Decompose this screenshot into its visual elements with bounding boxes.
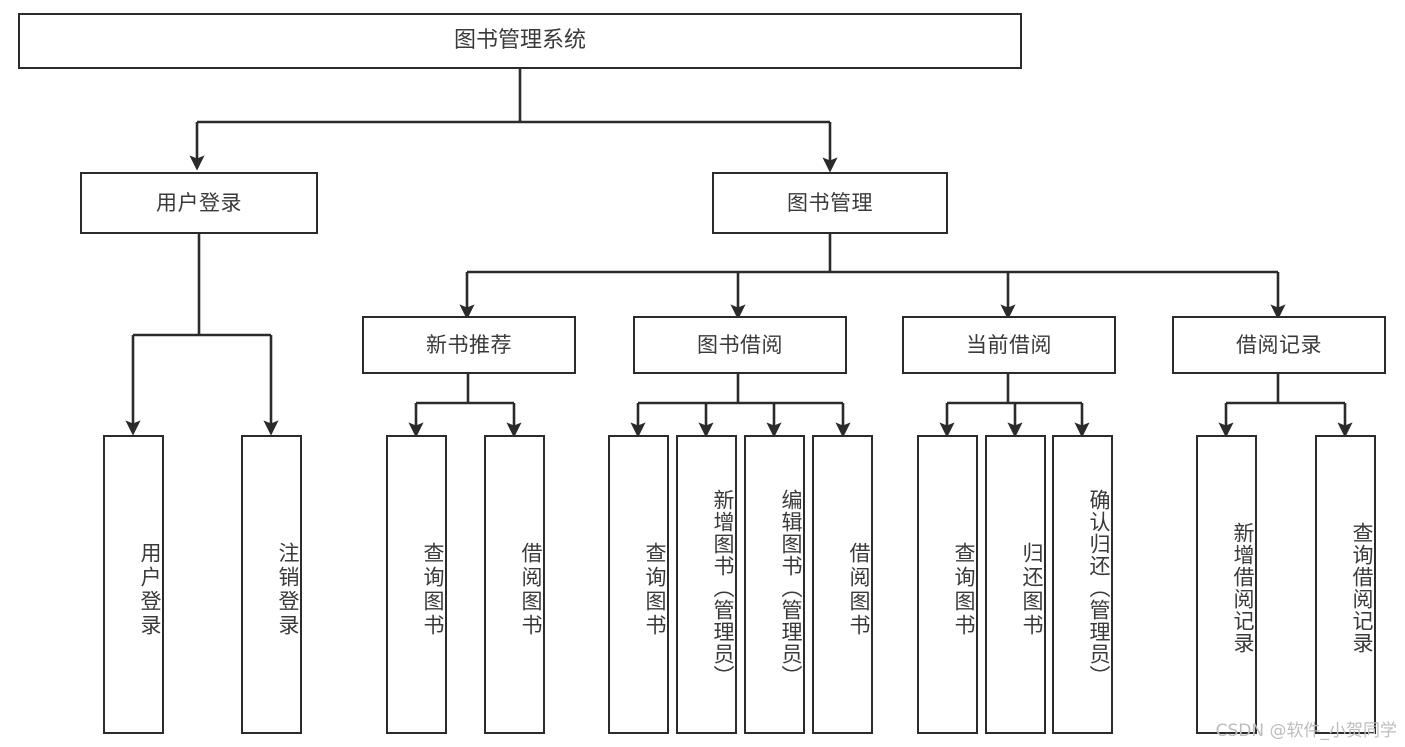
node-book-management-label: 图书管理 — [787, 190, 873, 215]
leaf-add-record[interactable]: 新增借阅记录 — [1196, 435, 1257, 734]
leaf-query-book-3-label: 查询图书 — [952, 541, 976, 638]
leaf-user-login[interactable]: 用户登录 — [103, 435, 164, 734]
leaf-confirm-return-label: 确认归还（管理员） — [1087, 488, 1111, 687]
leaf-query-book-1-label: 查询图书 — [421, 541, 445, 638]
leaf-confirm-return[interactable]: 确认归还（管理员） — [1052, 435, 1113, 734]
node-current-borrow-label: 当前借阅 — [966, 332, 1052, 357]
leaf-edit-book-label: 编辑图书（管理员） — [779, 488, 803, 687]
leaf-borrow-book-1-label: 借阅图书 — [519, 541, 543, 638]
leaf-borrow-book-2-label: 借阅图书 — [847, 541, 871, 638]
node-book-management[interactable]: 图书管理 — [712, 172, 948, 234]
leaf-add-record-label: 新增借阅记录 — [1231, 521, 1255, 654]
leaf-borrow-book-2[interactable]: 借阅图书 — [812, 435, 873, 734]
node-user-login[interactable]: 用户登录 — [80, 172, 318, 234]
leaf-query-record[interactable]: 查询借阅记录 — [1315, 435, 1376, 734]
node-user-login-label: 用户登录 — [156, 190, 242, 215]
csdn-watermark: CSDN @软件_小贺同学 — [1215, 721, 1397, 741]
leaf-query-book-1[interactable]: 查询图书 — [386, 435, 447, 734]
leaf-add-book-label: 新增图书（管理员） — [711, 488, 735, 687]
node-root-label: 图书管理系统 — [453, 28, 586, 54]
node-book-borrow-label: 图书借阅 — [697, 332, 783, 357]
node-new-book-recommend[interactable]: 新书推荐 — [362, 316, 576, 374]
leaf-logout[interactable]: 注销登录 — [241, 435, 302, 734]
leaf-user-login-label: 用户登录 — [138, 541, 162, 638]
leaf-query-book-3[interactable]: 查询图书 — [917, 435, 978, 734]
node-book-borrow[interactable]: 图书借阅 — [633, 316, 847, 374]
leaf-query-book-2-label: 查询图书 — [643, 541, 667, 638]
node-root[interactable]: 图书管理系统 — [18, 13, 1022, 69]
node-new-book-recommend-label: 新书推荐 — [426, 332, 512, 357]
node-borrow-record-label: 借阅记录 — [1236, 332, 1322, 357]
leaf-edit-book[interactable]: 编辑图书（管理员） — [744, 435, 805, 734]
leaf-query-book-2[interactable]: 查询图书 — [608, 435, 669, 734]
leaf-add-book[interactable]: 新增图书（管理员） — [676, 435, 737, 734]
node-current-borrow[interactable]: 当前借阅 — [902, 316, 1116, 374]
leaf-logout-label: 注销登录 — [276, 541, 300, 638]
node-borrow-record[interactable]: 借阅记录 — [1172, 316, 1386, 374]
leaf-return-book[interactable]: 归还图书 — [985, 435, 1046, 734]
leaf-query-record-label: 查询借阅记录 — [1350, 521, 1374, 654]
leaf-borrow-book-1[interactable]: 借阅图书 — [484, 435, 545, 734]
leaf-return-book-label: 归还图书 — [1020, 541, 1044, 638]
